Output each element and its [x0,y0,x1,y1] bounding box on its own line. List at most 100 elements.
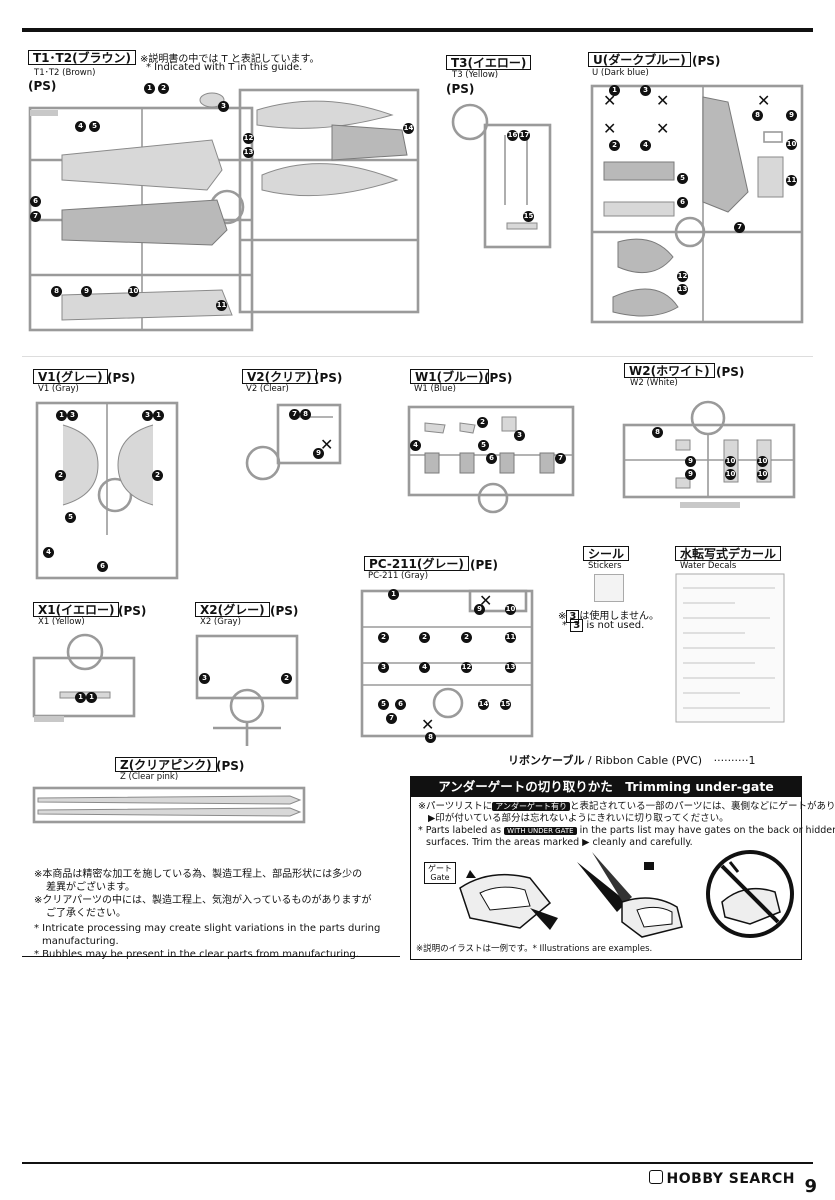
water-decals-label-en: Water Decals [680,561,737,571]
part-num: 4 [640,140,651,151]
part-num: 3 [514,430,525,441]
under-gate-badge: アンダーゲート有り [492,802,570,811]
manufacturing-notes: ※本商品は精密な加工を施している為、製造工程上、部品形状には多少の 差異がござい… [34,869,381,960]
part-num: 9 [313,448,324,459]
part-num: 5 [65,512,76,523]
runner-t1t2-drawing [28,88,420,332]
part-num: 4 [75,121,86,132]
hobby-search-logo: HOBBY SEARCH [648,1170,795,1187]
part-num: 9 [685,456,696,467]
runner-t3-drawing [451,103,552,249]
runner-label-v1: V1(グレー) [33,369,108,384]
gate-label: ゲート Gate [424,862,456,884]
runner-label-w2: W2(ホワイト) [624,363,715,378]
part-num: 6 [30,196,41,207]
part-num: 2 [378,632,389,643]
gate-illustration-icon [459,870,558,930]
runner-label-u-en: U (Dark blue) [592,68,649,78]
under-gate-badge-en: WITH UNDER GATE [504,827,577,835]
section-divider [22,356,813,357]
part-num: 15 [500,699,511,710]
part-num: 1 [388,589,399,600]
plastic-type-v1: (PS) [107,371,136,385]
runner-label-w2-en: W2 (White) [630,378,678,388]
plastic-type-pc211: (PE) [470,558,498,572]
part-num: 7 [555,453,566,464]
water-decals-label: 水転写式デカール [675,546,782,561]
unused-x-icon: ✕ [757,91,771,110]
part-num: 12 [677,271,688,282]
part-num: 8 [300,409,311,420]
part-num: 6 [486,453,497,464]
part-num: 3 [67,410,78,421]
part-num: 7 [30,211,41,222]
part-num: 8 [752,110,763,121]
part-num: 3 [199,673,210,684]
unused-x-icon: ✕ [603,91,617,110]
runner-label-t1t2: T1･T2(ブラウン) [28,50,137,65]
runner-label-w1: W1(ブルー) [410,369,489,384]
sticker-sheet-image [594,574,624,602]
header-note-jp: ※説明書の中では T と表記しています。 [140,54,320,65]
plastic-type-v2: (PS) [314,371,343,385]
part-num: 1 [144,83,155,94]
runner-label-z-en: Z (Clear pink) [120,772,179,782]
plastic-type-w2: (PS) [716,365,745,379]
part-num: 6 [97,561,108,572]
runner-label-x2: X2(グレー) [195,602,270,617]
part-num: 10 [757,469,768,480]
runner-label-x1: X1(イエロー) [33,602,120,617]
part-num: 2 [158,83,169,94]
stickers-label: シール [583,546,630,561]
part-num: 10 [505,604,516,615]
part-num: 13 [243,147,254,158]
part-num: 1 [153,410,164,421]
part-num: 4 [410,440,421,451]
do-not-twist-illustration-icon [706,850,794,938]
runner-label-x2-en: X2 (Gray) [200,617,241,627]
part-num: 1 [56,410,67,421]
runner-label-pc211: PC-211(グレー) [364,556,469,571]
part-num: 3 [218,101,229,112]
part-num: 5 [378,699,389,710]
part-num: 8 [51,286,62,297]
plastic-type-w1: (PS) [484,371,513,385]
plastic-type-x2: (PS) [270,604,299,618]
part-num: 2 [461,632,472,643]
part-num: 12 [243,133,254,144]
part-num: 3 [640,85,651,96]
part-num: 7 [386,713,397,724]
trimming-title: アンダーゲートの切り取りかた Trimming under-gate mater… [411,777,801,814]
part-num: 1 [609,85,620,96]
runner-label-t3: T3(イエロー) [446,55,532,70]
part-num: 7 [289,409,300,420]
plastic-type-t3: (PS) [446,82,475,96]
unused-x-icon: ✕ [421,715,435,734]
unused-x-icon: ✕ [320,435,334,454]
part-num: 7 [734,222,745,233]
part-num: 12 [461,662,472,673]
part-num: 2 [419,632,430,643]
unused-x-icon: ✕ [603,119,617,138]
part-num: 14 [478,699,489,710]
trimming-instructions: ※パーツリストにアンダーゲート有りと表記されている一部のパーツには、裏側などにゲ… [418,801,835,848]
part-num: 11 [786,175,797,186]
runner-label-z: Z(クリアピンク) [115,757,217,772]
part-num: 13 [505,662,516,673]
part-num: 11 [505,632,516,643]
unused-x-icon: ✕ [656,119,670,138]
part-num: 3 [378,662,389,673]
part-num: 11 [216,300,227,311]
runner-label-t3-en: T3 (Yellow) [452,70,499,80]
part-num: 5 [677,173,688,184]
runner-label-v2-en: V2 (Clear) [246,384,289,394]
trimming-panel [410,776,802,960]
part-num: 2 [152,470,163,481]
part-num: 16 [507,130,518,141]
part-num: 8 [425,732,436,743]
part-num: 10 [725,456,736,467]
part-num: 9 [81,286,92,297]
runner-v1-drawing [35,401,179,580]
sticker-note-en: * 3 is not used. [562,619,645,632]
